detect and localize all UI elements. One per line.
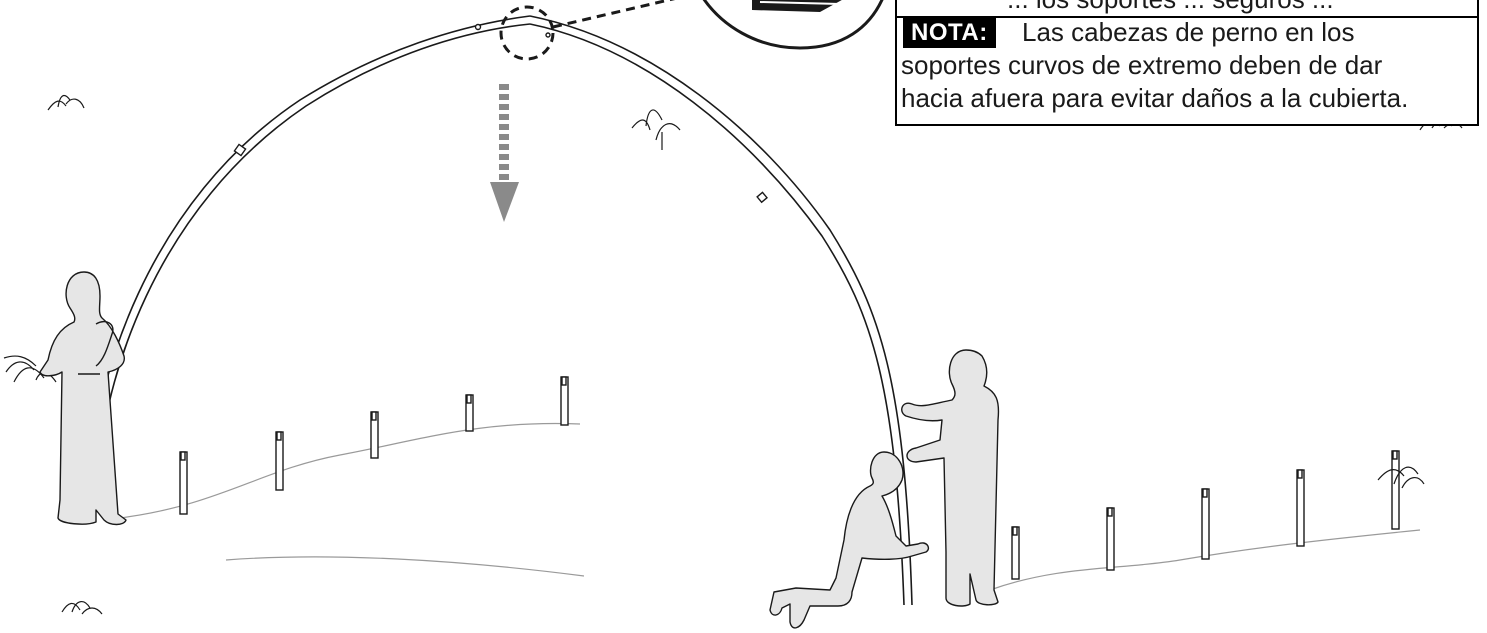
grass-tuft-icon (3, 94, 1463, 615)
ground-stake (1106, 507, 1115, 571)
bow-connectors (233, 23, 768, 204)
note-top-partial-text: ... los soportes ... seguros ... (1007, 0, 1334, 15)
dashed-down-arrow-icon (490, 84, 519, 222)
ground-stake (370, 411, 379, 459)
magnified-detail (702, 0, 884, 50)
ground-stake (560, 376, 569, 426)
grass-tuft-icon (47, 94, 85, 111)
grass-tuft-icon (61, 601, 103, 615)
note-line-1: Las cabezas de perno en los (1022, 17, 1355, 47)
ground-stake (179, 451, 188, 515)
note-line-2: soportes curvos de extremo deben de dar (901, 50, 1383, 80)
person-kneeling (769, 451, 930, 629)
note-callout: ... los soportes ... seguros ... NOTA: L… (895, 0, 1479, 126)
note-top-strip: ... los soportes ... seguros ... (897, 0, 1477, 18)
person-holding-bow-left (39, 271, 127, 526)
note-line-3: hacia afuera para evitar daños a la cubi… (901, 83, 1409, 113)
ground-stakes (179, 376, 1400, 580)
note-tag: NOTA: (903, 18, 996, 48)
ground-stake (1011, 526, 1020, 580)
ground-stake (465, 394, 474, 432)
ground-stake (275, 431, 284, 491)
grass-tuft-icon (631, 109, 681, 150)
person-holding-bow-right (901, 349, 1000, 607)
grass-tuft-icon (3, 355, 57, 383)
ground-stake (1201, 488, 1210, 560)
grass-tuft-icon (1377, 466, 1425, 489)
ground-lines (119, 422, 1421, 591)
magnifier-callout-icon (499, 0, 676, 61)
ground-stake (1296, 469, 1305, 547)
ground-stake (1391, 450, 1400, 530)
